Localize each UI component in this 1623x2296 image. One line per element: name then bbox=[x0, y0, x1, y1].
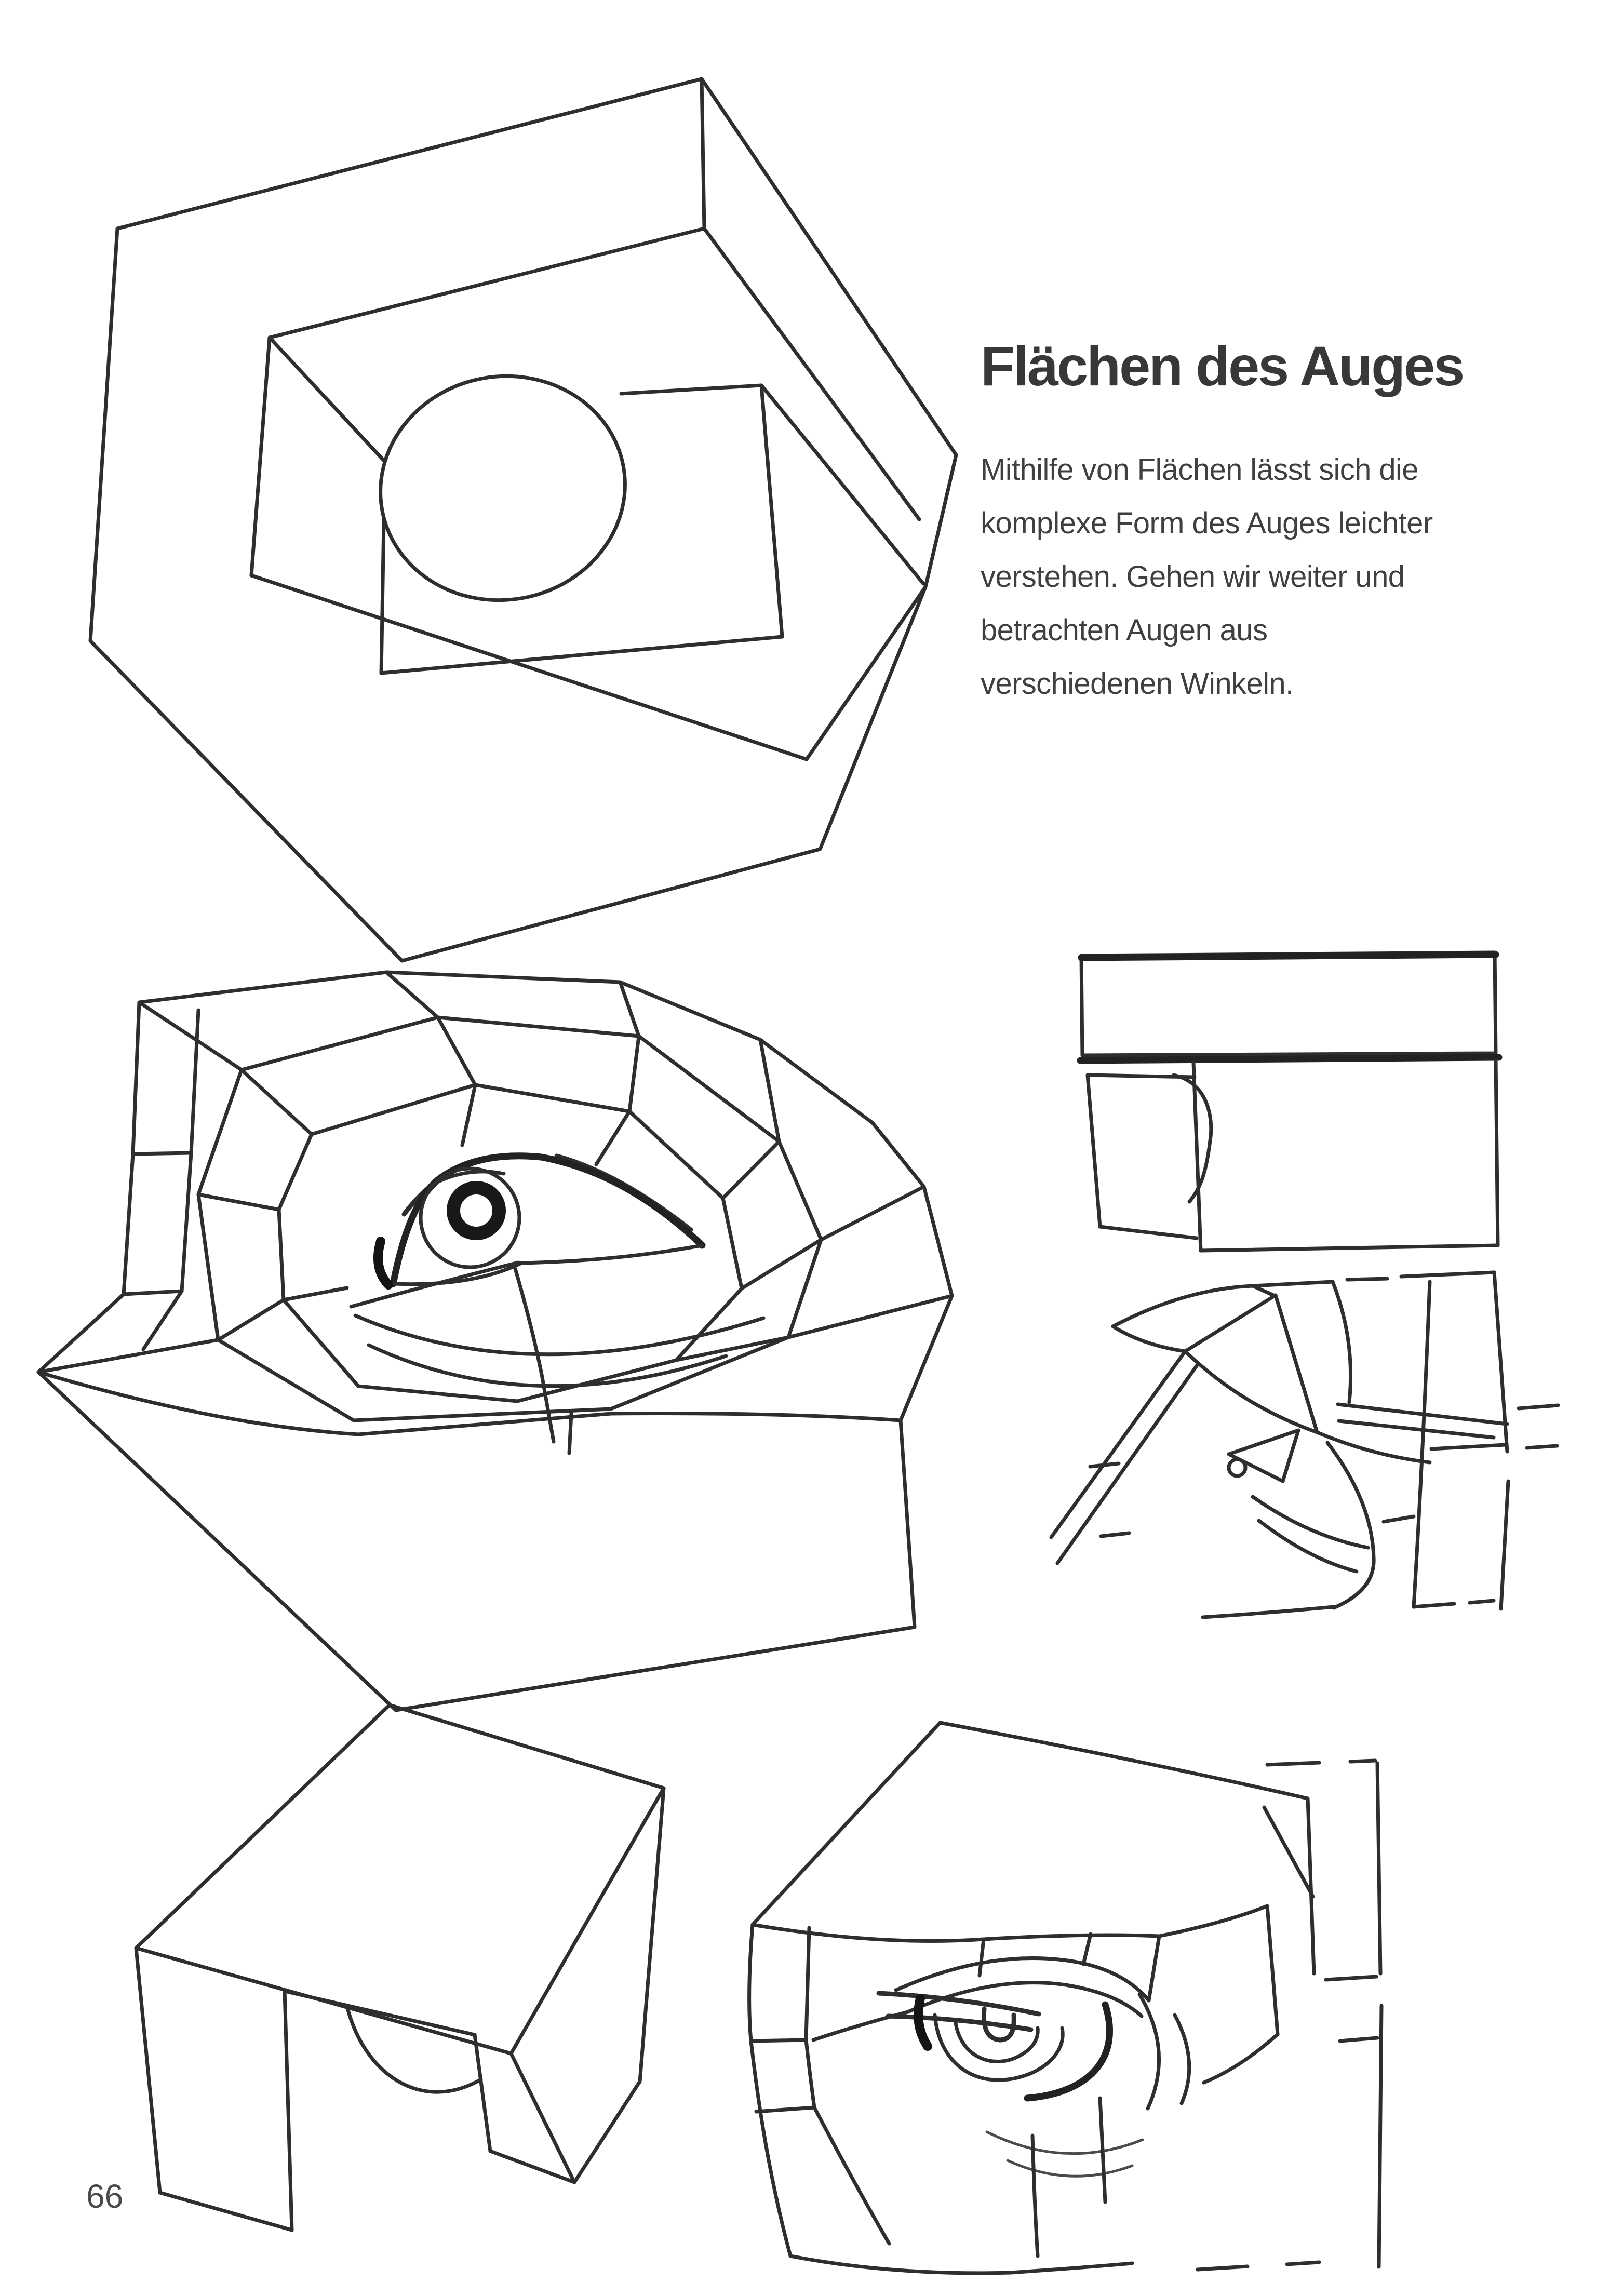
planar-eye-profile-illustration bbox=[1049, 1270, 1560, 1619]
cheek-lines bbox=[1201, 1280, 1509, 1619]
page-number: 66 bbox=[86, 2178, 124, 2215]
side-guide-lines bbox=[1196, 1758, 1384, 2272]
body-line: betrachten Augen aus bbox=[981, 613, 1268, 647]
body-line: verschiedenen Winkeln. bbox=[981, 667, 1294, 701]
body-line: komplexe Form des Auges leichter bbox=[981, 506, 1433, 540]
cheek-square-plane bbox=[1191, 1058, 1500, 1253]
iris-circle bbox=[419, 1166, 521, 1269]
eye-detail bbox=[876, 1991, 1191, 2111]
block-plane-edges bbox=[249, 77, 928, 761]
head-top-edge bbox=[1111, 1270, 1496, 1328]
pupil-ring bbox=[447, 1181, 506, 1240]
notched-block-with-eyeball-illustration bbox=[134, 1703, 666, 2232]
side-column bbox=[1381, 1270, 1560, 1611]
socket-block-three-quarter-illustration bbox=[88, 77, 958, 963]
eyeball-circle bbox=[379, 374, 627, 602]
block-top-face bbox=[134, 1703, 666, 2056]
face-outline bbox=[36, 970, 954, 1712]
block-right-face bbox=[509, 1786, 666, 2184]
eyeball-arc bbox=[1172, 1073, 1213, 1204]
side-column-plane bbox=[1085, 1073, 1199, 1240]
body-line: verstehen. Gehen wir weiter und bbox=[981, 560, 1405, 594]
cheek-planes bbox=[36, 1260, 903, 1455]
eyeball-arc bbox=[345, 2004, 483, 2094]
intro-section: Flächen des Auges Mithilfe von Flächen l… bbox=[981, 333, 1541, 710]
nose-bridge-lines bbox=[1049, 1324, 1199, 1565]
wedge-top bbox=[750, 1721, 1316, 2036]
forehead-plane bbox=[1077, 950, 1503, 1064]
block-outline bbox=[88, 77, 958, 963]
page-title: Flächen des Auges bbox=[981, 334, 1465, 397]
inner-canthus-mark bbox=[373, 1237, 393, 1290]
left-plane-column bbox=[747, 1923, 1134, 2275]
block-front-notch bbox=[134, 1946, 576, 2232]
brow-wedge bbox=[1183, 1284, 1319, 1434]
pupil-arc bbox=[981, 2006, 1016, 2043]
lower-cheek-lines bbox=[985, 2032, 1280, 2258]
body-line: Mithilfe von Flächen lässt sich die bbox=[981, 453, 1419, 487]
planar-eye-three-quarter-illustration bbox=[747, 1721, 1384, 2275]
plane-spokes bbox=[36, 970, 954, 1374]
inner-canthus-mark bbox=[914, 1994, 932, 2051]
eye-slit bbox=[1227, 1428, 1300, 1483]
planar-eye-front-illustration bbox=[36, 970, 954, 1712]
eye-detail bbox=[373, 1152, 706, 1290]
block-front-view-illustration bbox=[1077, 950, 1503, 1253]
